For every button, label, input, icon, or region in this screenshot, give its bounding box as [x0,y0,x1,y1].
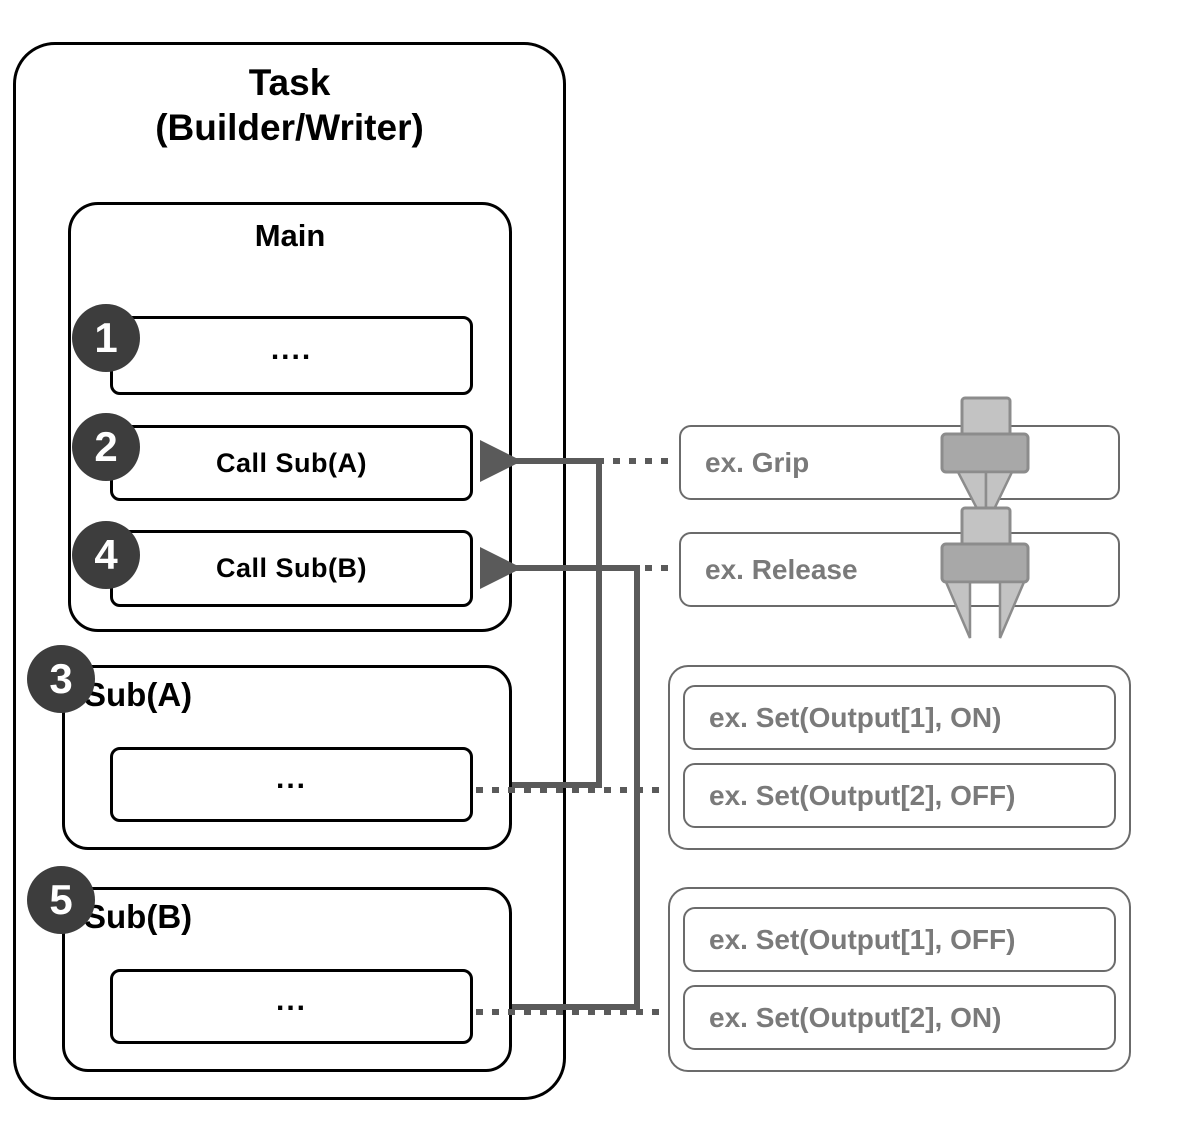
step-badge-3: 3 [27,645,95,713]
example-b2-label: ex. Set(Output[2], ON) [709,1001,1002,1033]
sub-b-body-label: ... [275,983,307,1017]
main-step-2-box[interactable]: Call Sub(A) [110,425,473,501]
sub-a-body-label: ... [275,761,307,795]
sub-b-body-box[interactable]: ... [110,969,473,1044]
main-step-4-label: Call Sub(B) [216,553,367,583]
sub-a-body-box[interactable]: ... [110,747,473,822]
main-title: Main [254,218,326,253]
example-b1-box[interactable]: ex. Set(Output[1], OFF) [683,907,1116,972]
sub-a-title: Sub(A) [84,676,193,713]
step-badge-2: 2 [72,413,140,481]
example-a1-label: ex. Set(Output[1], ON) [709,701,1002,733]
task-title-line-2: (Builder/Writer) [155,107,424,149]
example-a2-label: ex. Set(Output[2], OFF) [709,779,1016,811]
example-grip-label: ex. Grip [705,446,810,478]
example-a1-box[interactable]: ex. Set(Output[1], ON) [683,685,1116,750]
main-step-1-box[interactable]: .... [110,316,473,395]
task-title-line-1: Task [248,62,331,103]
example-grip-box[interactable]: ex. Grip [679,425,1120,500]
main-step-1-label: .... [270,332,313,366]
example-b2-box[interactable]: ex. Set(Output[2], ON) [683,985,1116,1050]
task-title: Task (Builder/Writer) [13,60,566,150]
step-badge-5: 5 [27,866,95,934]
example-a2-box[interactable]: ex. Set(Output[2], OFF) [683,763,1116,828]
sub-b-title: Sub(B) [84,898,193,935]
example-release-box[interactable]: ex. Release [679,532,1120,607]
main-step-2-label: Call Sub(A) [216,447,367,478]
step-badge-1: 1 [72,304,140,372]
example-release-label: ex. Release [705,553,858,585]
example-b1-label: ex. Set(Output[1], OFF) [709,923,1016,955]
gripper-open-icon [920,506,1040,651]
main-step-4-box[interactable]: Call Sub(B) [110,530,473,607]
step-badge-4: 4 [72,521,140,589]
